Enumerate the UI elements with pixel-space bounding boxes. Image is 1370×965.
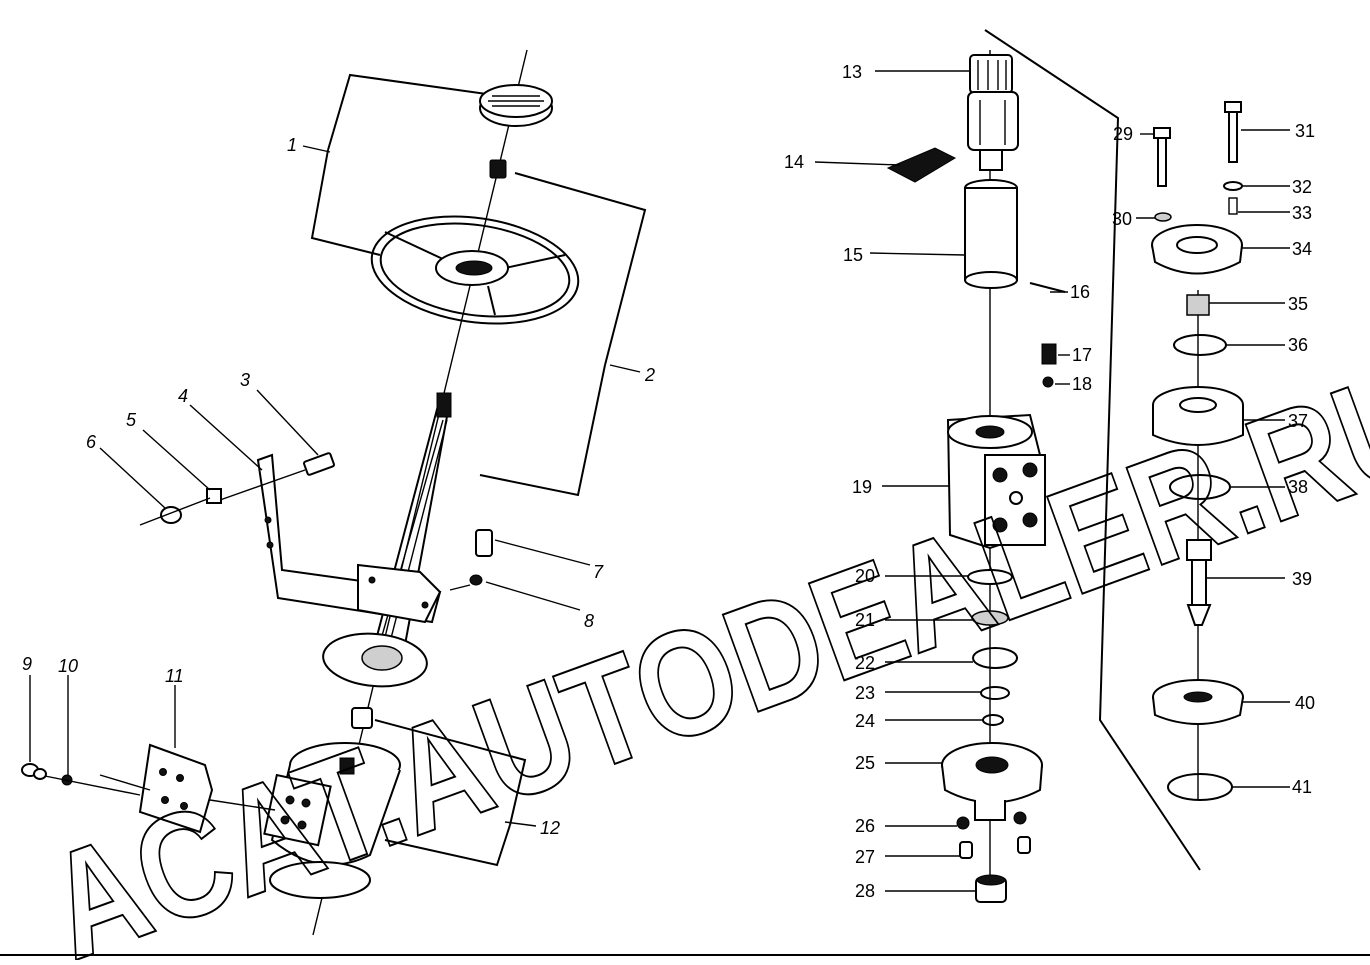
watermark-text: ACAT.AUTODEALER.RU	[27, 334, 1370, 960]
callout-17: 17	[1072, 345, 1092, 365]
steering-wheel-part	[370, 215, 580, 325]
coupling-part	[351, 707, 373, 729]
callout-11: 11	[165, 666, 184, 686]
nut-part	[489, 159, 507, 179]
horn-cap-part	[479, 84, 553, 127]
washer-part-30	[1154, 212, 1172, 222]
end-cover-part	[941, 742, 1043, 821]
callout-10: 10	[58, 656, 78, 676]
watermark: ACAT.AUTODEALER.RU	[26, 333, 1370, 965]
o-ring-part-41	[1167, 773, 1233, 801]
spring-washer-part-33	[1228, 197, 1238, 215]
washer-part-20	[967, 569, 1013, 585]
callout-26: 26	[855, 816, 875, 836]
callout-21: 21	[855, 610, 875, 630]
bolt-part-7	[449, 529, 493, 591]
steering-column-part	[367, 392, 452, 673]
callout-29: 29	[1113, 124, 1133, 144]
valve-housing-part	[946, 413, 1047, 550]
callout-31: 31	[1295, 121, 1315, 141]
seal-ring-part-24	[982, 714, 1004, 726]
callout-28: 28	[855, 881, 875, 901]
o-ring-part-36	[1173, 334, 1227, 356]
callout-41: 41	[1292, 777, 1312, 797]
washer-part-32	[1223, 181, 1243, 191]
callout-13: 13	[842, 62, 862, 82]
group-bracket-12-top	[374, 719, 527, 826]
group-bracket-2-top	[514, 172, 647, 366]
callout-2: 2	[644, 365, 655, 385]
fitting-part-9-10	[21, 763, 141, 796]
hydraulic-pump-part	[263, 742, 401, 899]
callout-3: 3	[240, 370, 250, 390]
callout-5: 5	[126, 410, 137, 430]
callout-22: 22	[855, 653, 875, 673]
callout-19: 19	[852, 477, 872, 497]
group-bracket-1-top	[327, 73, 531, 151]
connector-block-part	[99, 743, 276, 834]
callouts-right: 13 14 15 16 17 18 19 20 21 22 23 24 25 2…	[784, 62, 1315, 901]
callout-8: 8	[584, 611, 594, 631]
callout-12: 12	[540, 818, 560, 838]
callout-14: 14	[784, 152, 804, 172]
nut-part-6	[139, 497, 211, 526]
callout-39: 39	[1292, 569, 1312, 589]
spacer-part-5	[206, 488, 222, 504]
callout-38: 38	[1288, 477, 1308, 497]
callout-36: 36	[1288, 335, 1308, 355]
callout-23: 23	[855, 683, 875, 703]
callout-16: 16	[1070, 282, 1090, 302]
callout-18: 18	[1072, 374, 1092, 394]
leaf-spring-part	[886, 147, 957, 183]
right-group-frame	[984, 29, 1201, 871]
callout-35: 35	[1288, 294, 1308, 314]
callout-27: 27	[855, 847, 875, 867]
bolt-part-31	[1224, 101, 1242, 163]
ball-part	[1042, 376, 1054, 388]
group-bracket-1-bottom	[310, 149, 381, 256]
retainer-ring-part	[1151, 224, 1243, 275]
callout-33: 33	[1292, 203, 1312, 223]
callout-32: 32	[1292, 177, 1312, 197]
bolt-part-29	[1153, 127, 1171, 187]
seal-ring-part-23	[980, 686, 1010, 700]
mounting-bracket-part	[256, 453, 442, 624]
callouts-left: 1 2 3 4 5 6 7 8 9 10 11 12	[22, 135, 655, 838]
callout-1: 1	[287, 135, 297, 155]
washer-part-21	[971, 610, 1009, 626]
end-plate-part	[1152, 679, 1244, 725]
callout-24: 24	[855, 711, 875, 731]
callout-9: 9	[22, 654, 32, 674]
callout-34: 34	[1292, 239, 1312, 259]
callout-20: 20	[855, 566, 875, 586]
callout-25: 25	[855, 753, 875, 773]
callout-4: 4	[178, 386, 188, 406]
spline-shaft-part	[967, 54, 1019, 171]
check-valve-part	[1041, 343, 1057, 365]
callout-15: 15	[843, 245, 863, 265]
pin-part	[1029, 282, 1066, 293]
group-bracket-12-bottom	[384, 824, 511, 867]
callout-7: 7	[593, 562, 604, 582]
flange-plate-part	[322, 632, 428, 688]
drive-shaft-part	[1186, 539, 1212, 626]
plug-part-26a	[956, 816, 970, 830]
screw-part-27b	[1017, 836, 1031, 854]
screw-part-27a	[959, 841, 973, 859]
gerotor-stator-part	[1152, 386, 1244, 446]
callout-30: 30	[1112, 209, 1132, 229]
callout-40: 40	[1295, 693, 1315, 713]
callout-6: 6	[86, 432, 97, 452]
sleeve-part	[964, 179, 1018, 289]
callout-37: 37	[1288, 411, 1308, 431]
coupling-nut-part	[1186, 294, 1210, 316]
bushing-part	[975, 874, 1007, 903]
plug-part-26b	[1013, 811, 1027, 825]
bolt-part-3	[219, 452, 335, 501]
group-bracket-2-bottom	[479, 364, 606, 497]
seal-ring-part-22	[972, 647, 1018, 669]
